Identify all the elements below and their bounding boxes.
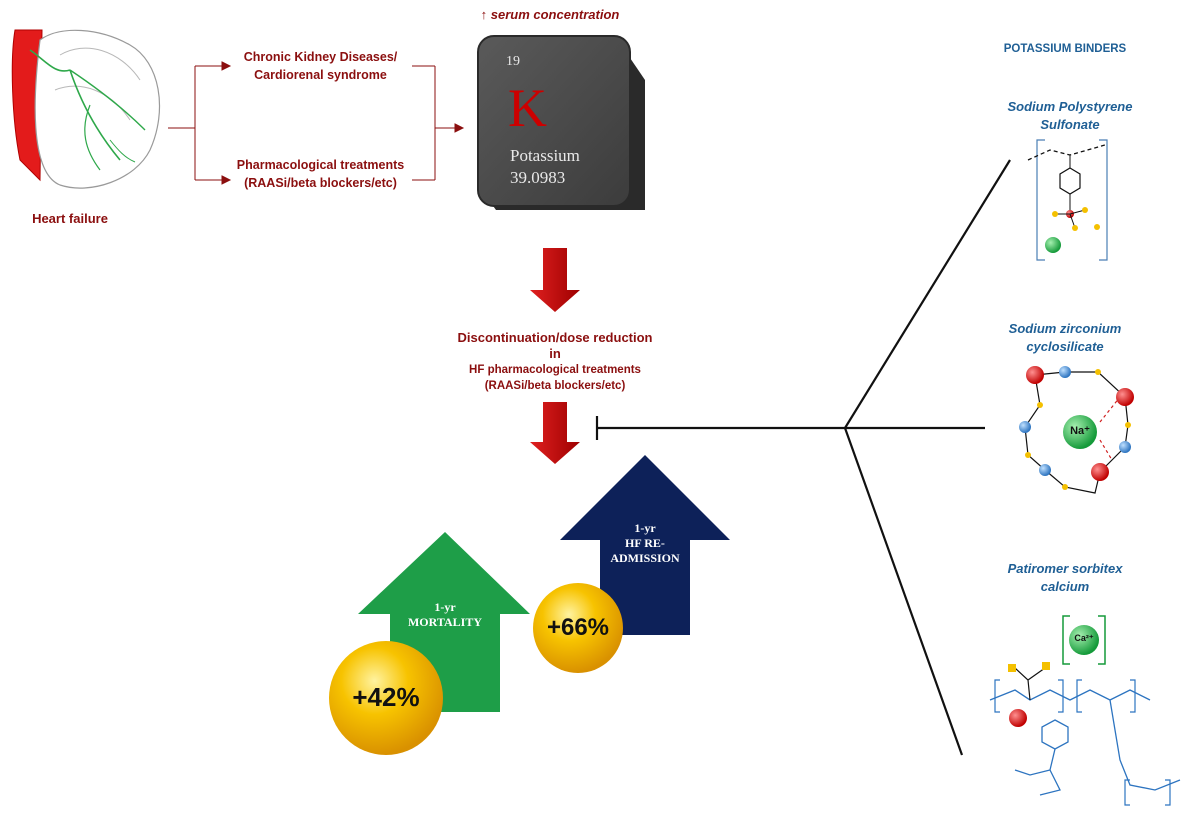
sps-line-2: Sulfonate bbox=[1040, 117, 1100, 132]
calcium-ion-label: Ca²⁺ bbox=[1074, 633, 1094, 643]
mortality-line-1: 1-yr bbox=[434, 600, 456, 614]
discontinuation-line-1: Discontinuation/dose reduction bbox=[457, 330, 653, 345]
readmission-line-1: 1-yr bbox=[634, 521, 656, 535]
sps-title: Sodium Polystyrene Sulfonate bbox=[995, 98, 1145, 134]
szc-line-1: Sodium zirconium bbox=[1008, 321, 1122, 336]
cause-connectors bbox=[168, 61, 465, 185]
readmission-arrow bbox=[560, 455, 730, 635]
readmission-line-3: ADMISSION bbox=[610, 551, 680, 565]
readmission-line-2: HF RE- bbox=[625, 536, 665, 550]
ckd-line-2: Cardiorenal syndrome bbox=[254, 68, 387, 82]
szc-structure bbox=[1019, 366, 1134, 494]
szc-title: Sodium zirconium cyclosilicate bbox=[990, 320, 1140, 356]
element-symbol: K bbox=[508, 78, 547, 138]
mortality-ball bbox=[329, 641, 443, 755]
down-arrow-2 bbox=[530, 402, 580, 464]
pharm-line-2: (RAASi/beta blockers/etc) bbox=[244, 176, 397, 190]
potassium-binders-heading: POTASSIUM BINDERS bbox=[1003, 43, 1127, 55]
discontinuation-label: Discontinuation/dose reduction in HF pha… bbox=[440, 330, 670, 394]
patiromer-structure bbox=[989, 615, 1181, 806]
serum-concentration-label: ↑ serum concentration bbox=[480, 7, 620, 22]
patiromer-title: Patiromer sorbitex calcium bbox=[990, 560, 1140, 596]
atomic-number: 19 bbox=[506, 54, 520, 69]
heart-failure-label: Heart failure bbox=[32, 211, 108, 226]
pharm-line-1: Pharmacological treatments bbox=[236, 158, 405, 172]
mortality-arrow-label: 1-yr MORTALITY bbox=[390, 600, 500, 630]
down-arrow-1 bbox=[530, 248, 580, 312]
sps-line-1: Sodium Polystyrene bbox=[1007, 99, 1133, 114]
pharm-label: Pharmacological treatments (RAASi/beta b… bbox=[228, 156, 413, 192]
mortality-value: +42% bbox=[352, 682, 420, 712]
readmission-value: +66% bbox=[546, 614, 610, 641]
inhibition-line bbox=[595, 159, 1011, 756]
element-name: Potassium bbox=[510, 146, 580, 165]
ckd-line-1: Chronic Kidney Diseases/ bbox=[243, 50, 398, 64]
readmission-arrow-label: 1-yr HF RE- ADMISSION bbox=[600, 521, 690, 566]
readmission-ball bbox=[533, 583, 623, 673]
sps-structure bbox=[1027, 139, 1108, 261]
ckd-label: Chronic Kidney Diseases/ Cardiorenal syn… bbox=[228, 48, 413, 84]
mortality-line-2: MORTALITY bbox=[407, 615, 483, 629]
discontinuation-line-2: in bbox=[549, 346, 561, 361]
heart-illustration bbox=[11, 29, 161, 189]
patiromer-line-1: Patiromer sorbitex bbox=[1007, 561, 1123, 576]
element-mass: 39.0983 bbox=[510, 168, 566, 187]
szc-line-2: cyclosilicate bbox=[1026, 339, 1104, 354]
sodium-ion-label: Na⁺ bbox=[1070, 425, 1090, 437]
discontinuation-line-3: HF pharmacological treatments bbox=[469, 364, 641, 376]
discontinuation-line-4: (RAASi/beta blockers/etc) bbox=[484, 380, 626, 392]
potassium-tile bbox=[477, 35, 645, 210]
patiromer-line-2: calcium bbox=[1040, 579, 1090, 594]
